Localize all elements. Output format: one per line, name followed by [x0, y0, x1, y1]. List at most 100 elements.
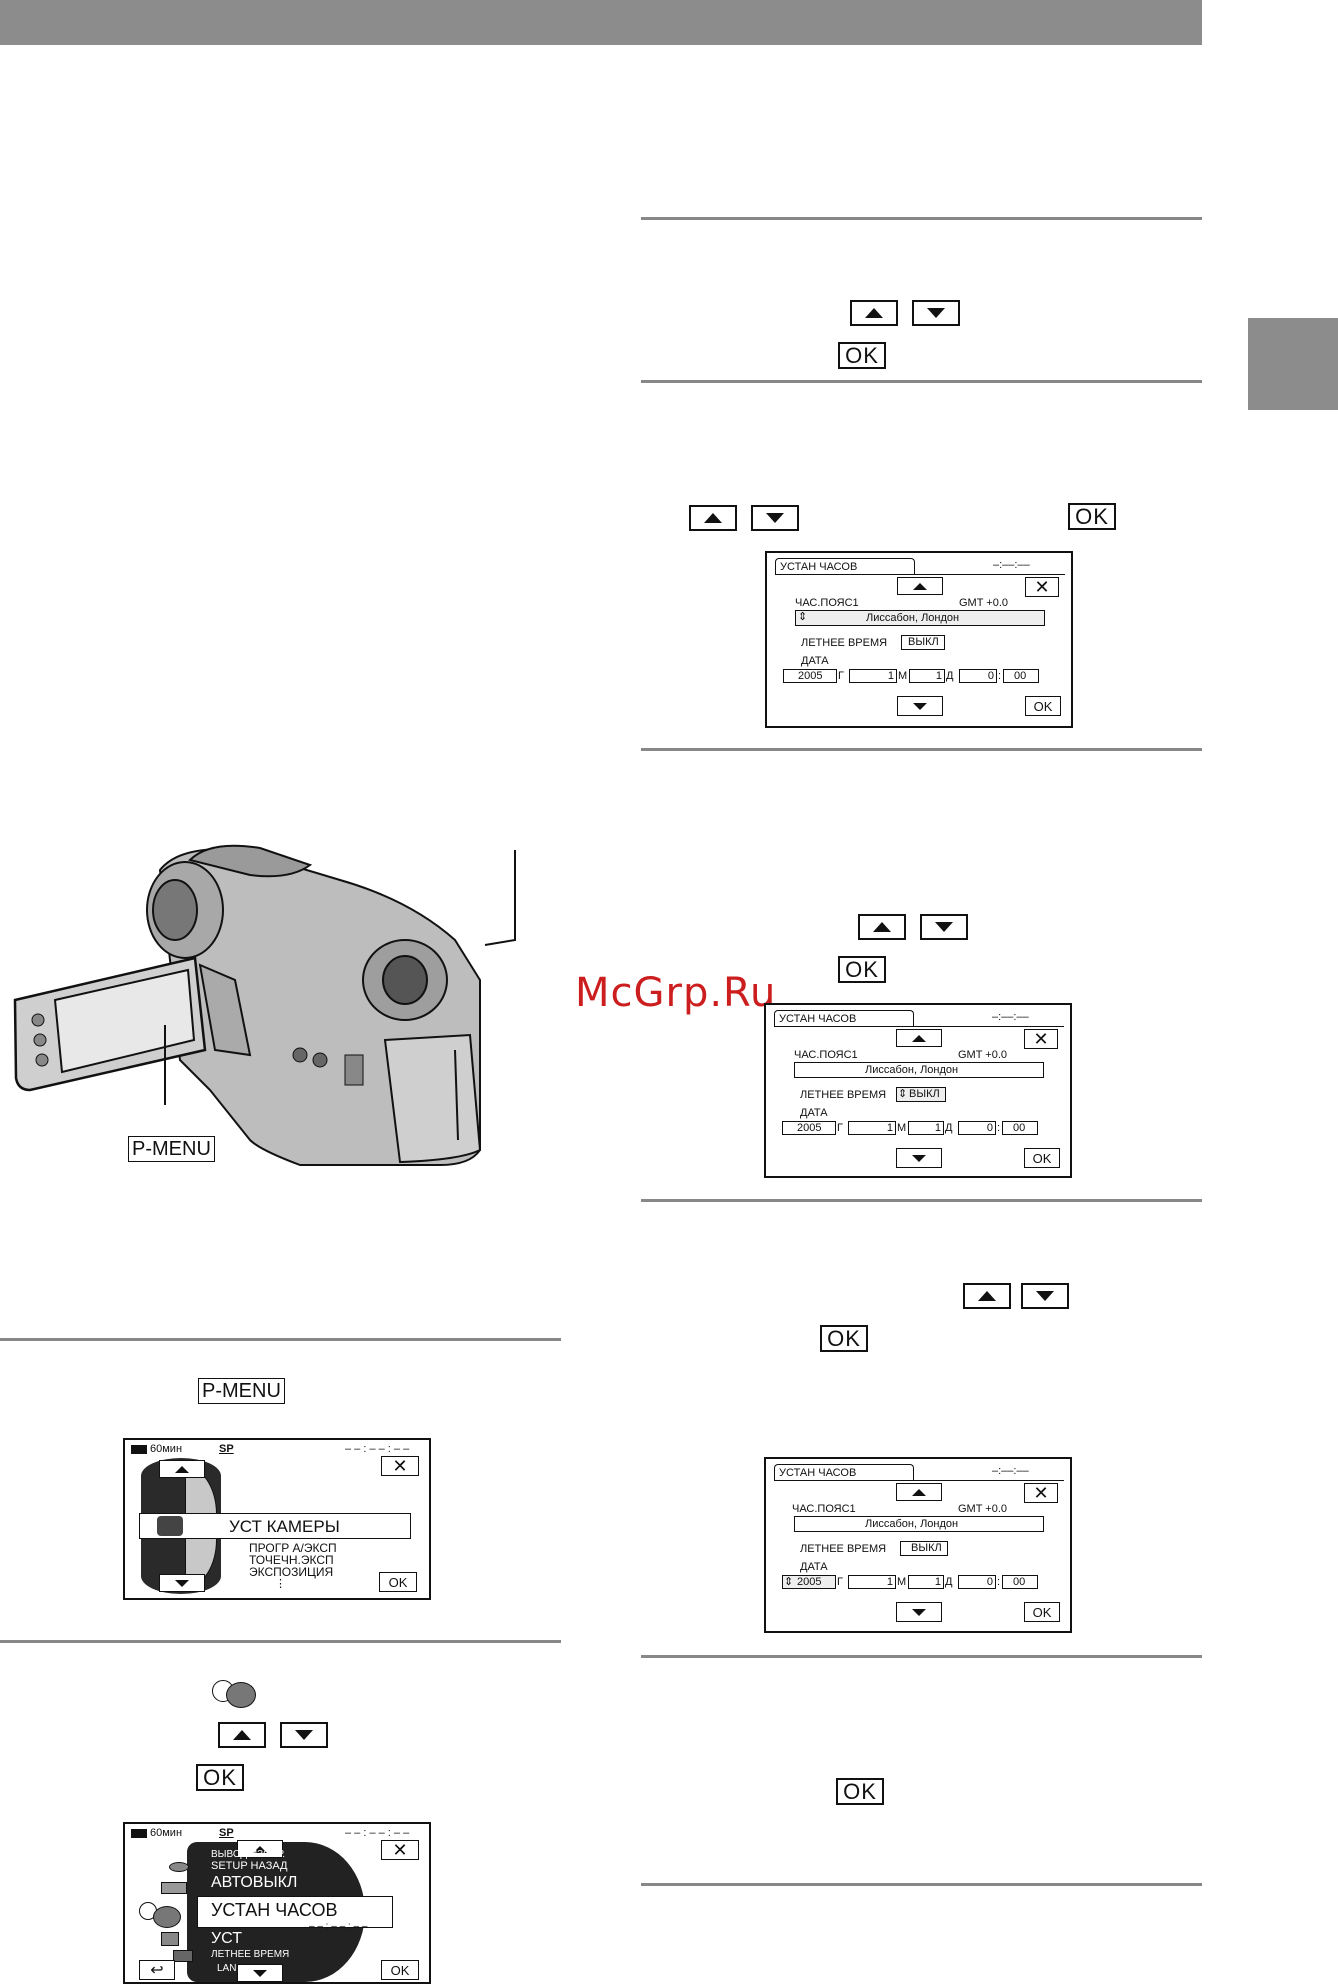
arrow-down-icon — [175, 1579, 189, 1587]
menu-item[interactable]: ВЫВОД ИЗОБР. — [211, 1849, 285, 1860]
menu-item-label: УСТАН ЧАСОВ — [211, 1900, 338, 1920]
close-button[interactable]: ✕ — [1025, 577, 1059, 597]
down-button[interactable] — [920, 914, 968, 940]
menu-item[interactable]: LANGU — [217, 1963, 252, 1974]
selected-menu-item[interactable] — [197, 1896, 393, 1928]
ok-button[interactable]: OK — [196, 1764, 244, 1791]
zone-field[interactable]: ⇕Лиссабон, Лондон — [795, 610, 1045, 626]
screen-ok-button[interactable]: OK — [381, 1960, 419, 1980]
up-button[interactable] — [218, 1722, 266, 1748]
menu-item[interactable]: SETUP НАЗАД — [211, 1860, 288, 1872]
day-field[interactable]: 1 — [909, 669, 945, 683]
hour-field[interactable]: 0 — [959, 669, 997, 683]
year-field[interactable]: ⇕2005 — [782, 1575, 836, 1589]
date-label: ДАТА — [801, 655, 829, 667]
year-field[interactable]: 2005 — [783, 669, 837, 683]
time-display: –:––:–– — [993, 559, 1030, 571]
down-button[interactable] — [1021, 1283, 1069, 1309]
minute-field[interactable]: 00 — [1003, 669, 1039, 683]
down-button[interactable] — [912, 300, 960, 326]
time-display: –:––:–– — [992, 1011, 1029, 1023]
ok-button[interactable]: OK — [820, 1325, 868, 1352]
arrow-down-icon — [766, 513, 784, 523]
updown-icon: ⇕ — [898, 1088, 908, 1100]
divider — [641, 1655, 1202, 1658]
scroll-down-button[interactable] — [897, 696, 943, 716]
hour-field[interactable]: 0 — [958, 1575, 996, 1589]
scroll-down-button[interactable] — [159, 1574, 205, 1592]
down-button[interactable] — [751, 505, 799, 531]
gmt-value: GMT +0.0 — [958, 1049, 1008, 1061]
screen-ok-button[interactable]: OK — [1024, 1148, 1060, 1168]
zone-field[interactable]: Лиссабон, Лондон — [794, 1062, 1044, 1078]
arrow-up-icon — [912, 1488, 926, 1496]
minute-field[interactable]: 00 — [1002, 1121, 1038, 1135]
minute-field[interactable]: 00 — [1002, 1575, 1038, 1589]
menu-item[interactable]: АВТОВЫКЛ — [211, 1874, 298, 1891]
close-button[interactable]: ✕ — [1024, 1029, 1058, 1049]
year-unit: Г — [838, 670, 844, 682]
scroll-up-button[interactable] — [896, 1483, 942, 1501]
scroll-up-button[interactable] — [159, 1460, 205, 1478]
updown-icon: ⇕ — [798, 611, 808, 623]
scroll-up-button[interactable] — [237, 1840, 283, 1858]
hour-value: 0 — [986, 1122, 993, 1134]
up-button[interactable] — [689, 505, 737, 531]
arrow-up-icon — [865, 308, 883, 318]
close-button[interactable]: ✕ — [381, 1840, 419, 1860]
arrow-down-icon — [1036, 1291, 1054, 1301]
screen-ok-button[interactable]: OK — [379, 1572, 417, 1592]
month-field[interactable]: 1 — [849, 669, 897, 683]
scroll-up-button[interactable] — [896, 1029, 942, 1047]
return-button[interactable]: ↩ — [139, 1960, 175, 1980]
screen-title: УСТАН ЧАСОВ — [774, 1464, 914, 1481]
month-field[interactable]: 1 — [848, 1575, 896, 1589]
scroll-down-button[interactable] — [896, 1148, 942, 1168]
tab-line — [774, 1480, 1064, 1481]
globe-icon — [153, 1906, 181, 1928]
scroll-down-button[interactable] — [896, 1602, 942, 1622]
ok-button[interactable]: OK — [838, 342, 886, 369]
scroll-down-button[interactable] — [237, 1964, 283, 1982]
dst-label: ЛЕТНЕЕ ВРЕМЯ — [801, 637, 888, 649]
dst-field[interactable]: ВЫКЛ — [901, 635, 945, 650]
day-field[interactable]: 1 — [908, 1575, 944, 1589]
up-button[interactable] — [850, 300, 898, 326]
selected-menu-item[interactable] — [139, 1513, 411, 1539]
dst-value: ВЫКЛ — [909, 1088, 940, 1100]
more-indicator: ⋮ — [275, 1578, 286, 1590]
year-field[interactable]: 2005 — [782, 1121, 836, 1135]
record-mode: SP — [219, 1827, 234, 1839]
down-button[interactable] — [280, 1722, 328, 1748]
arrow-up-icon — [978, 1291, 996, 1301]
dst-field[interactable]: ВЫКЛ — [900, 1541, 948, 1556]
hour-field[interactable]: 0 — [958, 1121, 996, 1135]
ok-button[interactable]: OK — [838, 956, 886, 983]
menu-subitem: ПРОГР А/ЭКСП — [249, 1541, 337, 1555]
screen-ok-button[interactable]: OK — [1024, 1602, 1060, 1622]
pmenu-button[interactable]: P-MENU — [198, 1378, 285, 1404]
gmt-value: GMT +0.0 — [958, 1503, 1008, 1515]
month-field[interactable]: 1 — [848, 1121, 896, 1135]
dst-label: ЛЕТНЕЕ ВРЕМЯ — [800, 1543, 887, 1555]
divider — [641, 748, 1202, 751]
arrow-down-icon — [927, 308, 945, 318]
day-field[interactable]: 1 — [908, 1121, 944, 1135]
tape-icon — [161, 1882, 187, 1894]
minute-value: 00 — [1013, 1122, 1026, 1134]
menu-subitem: ТОЧЕЧН.ЭКСП — [249, 1553, 334, 1567]
close-button[interactable]: ✕ — [1024, 1483, 1058, 1503]
menu-item[interactable]: УСТ — [211, 1930, 242, 1947]
ok-button[interactable]: OK — [836, 1778, 884, 1805]
scroll-up-button[interactable] — [897, 577, 943, 595]
divider — [641, 380, 1202, 383]
close-button[interactable]: ✕ — [381, 1456, 419, 1476]
menu-item[interactable]: ЛЕТНЕЕ ВРЕМЯ — [211, 1949, 290, 1960]
menu-item-time: – – : – – : – – — [309, 1921, 368, 1932]
up-button[interactable] — [963, 1283, 1011, 1309]
ok-button[interactable]: OK — [1068, 503, 1116, 530]
screen-ok-button[interactable]: OK — [1025, 696, 1061, 716]
up-button[interactable] — [858, 914, 906, 940]
dst-field[interactable]: ⇕ВЫКЛ — [896, 1087, 946, 1102]
zone-field[interactable]: Лиссабон, Лондон — [794, 1516, 1044, 1532]
